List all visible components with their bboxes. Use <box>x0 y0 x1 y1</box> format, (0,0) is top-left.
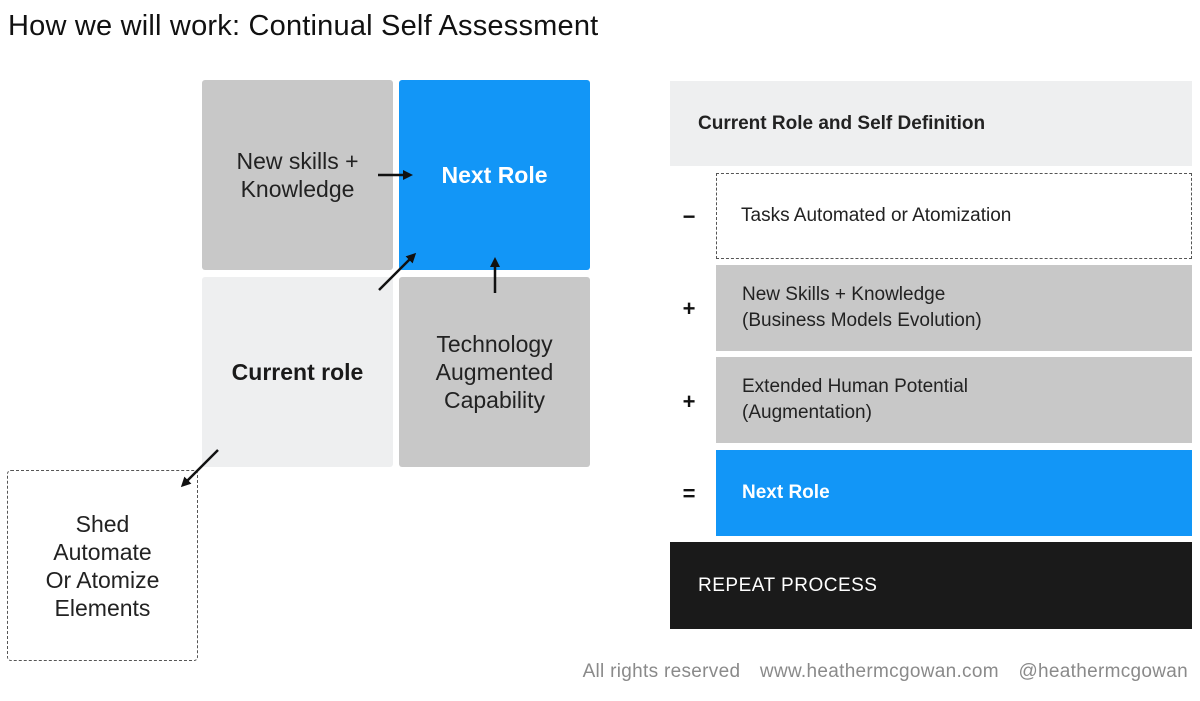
current-role-box: Current role <box>202 277 393 467</box>
page-title: How we will work: Continual Self Assessm… <box>8 10 599 42</box>
equation-row-next-role: Next Role <box>716 450 1192 536</box>
operator-minus: − <box>682 204 696 229</box>
repeat-process-label: REPEAT PROCESS <box>698 574 878 596</box>
footer-handle-link[interactable]: @heathermcgowan <box>1018 661 1188 682</box>
next-role-label: Next Role <box>441 161 548 188</box>
equation-row-label: Tasks Automated or Atomization <box>741 205 1012 226</box>
technology-capability-label: Technology Augmented Capability <box>435 331 554 413</box>
equation-row-tasks-automated: Tasks Automated or Atomization <box>716 173 1192 259</box>
new-skills-label: New skills + Knowledge <box>236 148 359 202</box>
equation-row-label: New Skills + Knowledge (Business Models … <box>742 284 982 331</box>
operator-equals: = <box>682 481 696 506</box>
equation-row-human-potential: Extended Human Potential (Augmentation) <box>716 357 1192 443</box>
arrow-current-to-shed <box>180 449 219 488</box>
equation-row-new-skills: New Skills + Knowledge (Business Models … <box>716 265 1192 351</box>
footer: All rights reserved www.heathermcgowan.c… <box>569 661 1188 683</box>
equation-row-label: Next Role <box>742 482 830 503</box>
technology-capability-box: Technology Augmented Capability <box>399 277 590 467</box>
shed-elements-box: Shed Automate Or Atomize Elements <box>7 470 198 661</box>
current-role-label: Current role <box>231 358 364 385</box>
arrow-current-to-next-role <box>378 252 417 291</box>
operator-plus: + <box>682 389 696 414</box>
equation-row-label: Extended Human Potential (Augmentation) <box>742 376 969 423</box>
operator-plus: + <box>682 296 696 321</box>
next-role-box: Next Role <box>399 80 590 270</box>
footer-website-link[interactable]: www.heathermcgowan.com <box>759 661 999 682</box>
footer-rights: All rights reserved <box>582 661 741 682</box>
repeat-process-bar: REPEAT PROCESS <box>670 542 1192 629</box>
equation-header: Current Role and Self Definition <box>670 81 1192 166</box>
shed-elements-label: Shed Automate Or Atomize Elements <box>45 510 160 621</box>
new-skills-box: New skills + Knowledge <box>202 80 393 270</box>
equation-header-label: Current Role and Self Definition <box>698 112 986 134</box>
